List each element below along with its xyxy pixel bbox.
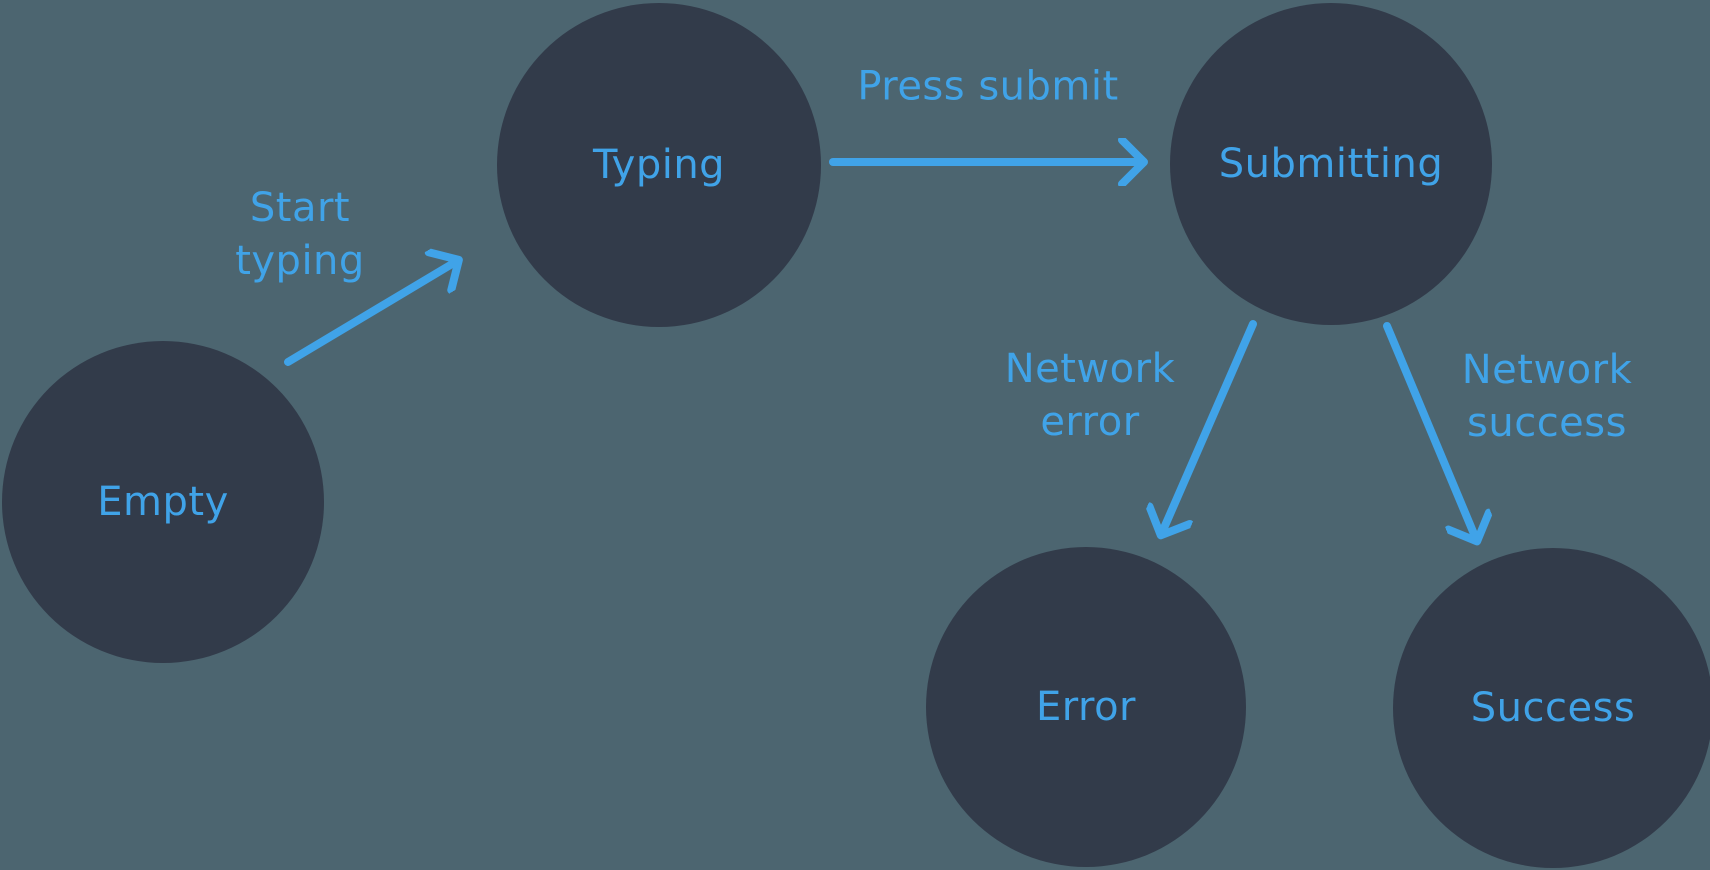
state-node-error: Error <box>926 547 1246 867</box>
edge-label-press-submit: Press submit <box>857 63 1119 110</box>
state-label-typing: Typing <box>592 142 726 188</box>
state-node-success: Success <box>1393 548 1710 868</box>
arrow-start-typing <box>284 264 452 366</box>
state-label-error: Error <box>1036 684 1136 730</box>
arrow-network-success <box>1383 322 1474 534</box>
arrow-network-error <box>1164 320 1257 528</box>
state-label-submitting: Submitting <box>1218 141 1444 187</box>
state-label-success: Success <box>1470 685 1636 731</box>
edge-label-network-error: Network error <box>1004 346 1176 445</box>
edge-label-network-success: Network success <box>1461 347 1633 446</box>
edge-label-start-typing: Start typing <box>235 185 365 284</box>
state-node-submitting: Submitting <box>1170 3 1492 325</box>
state-node-empty: Empty <box>2 341 324 663</box>
state-label-empty: Empty <box>97 479 229 525</box>
state-node-typing: Typing <box>497 3 821 327</box>
